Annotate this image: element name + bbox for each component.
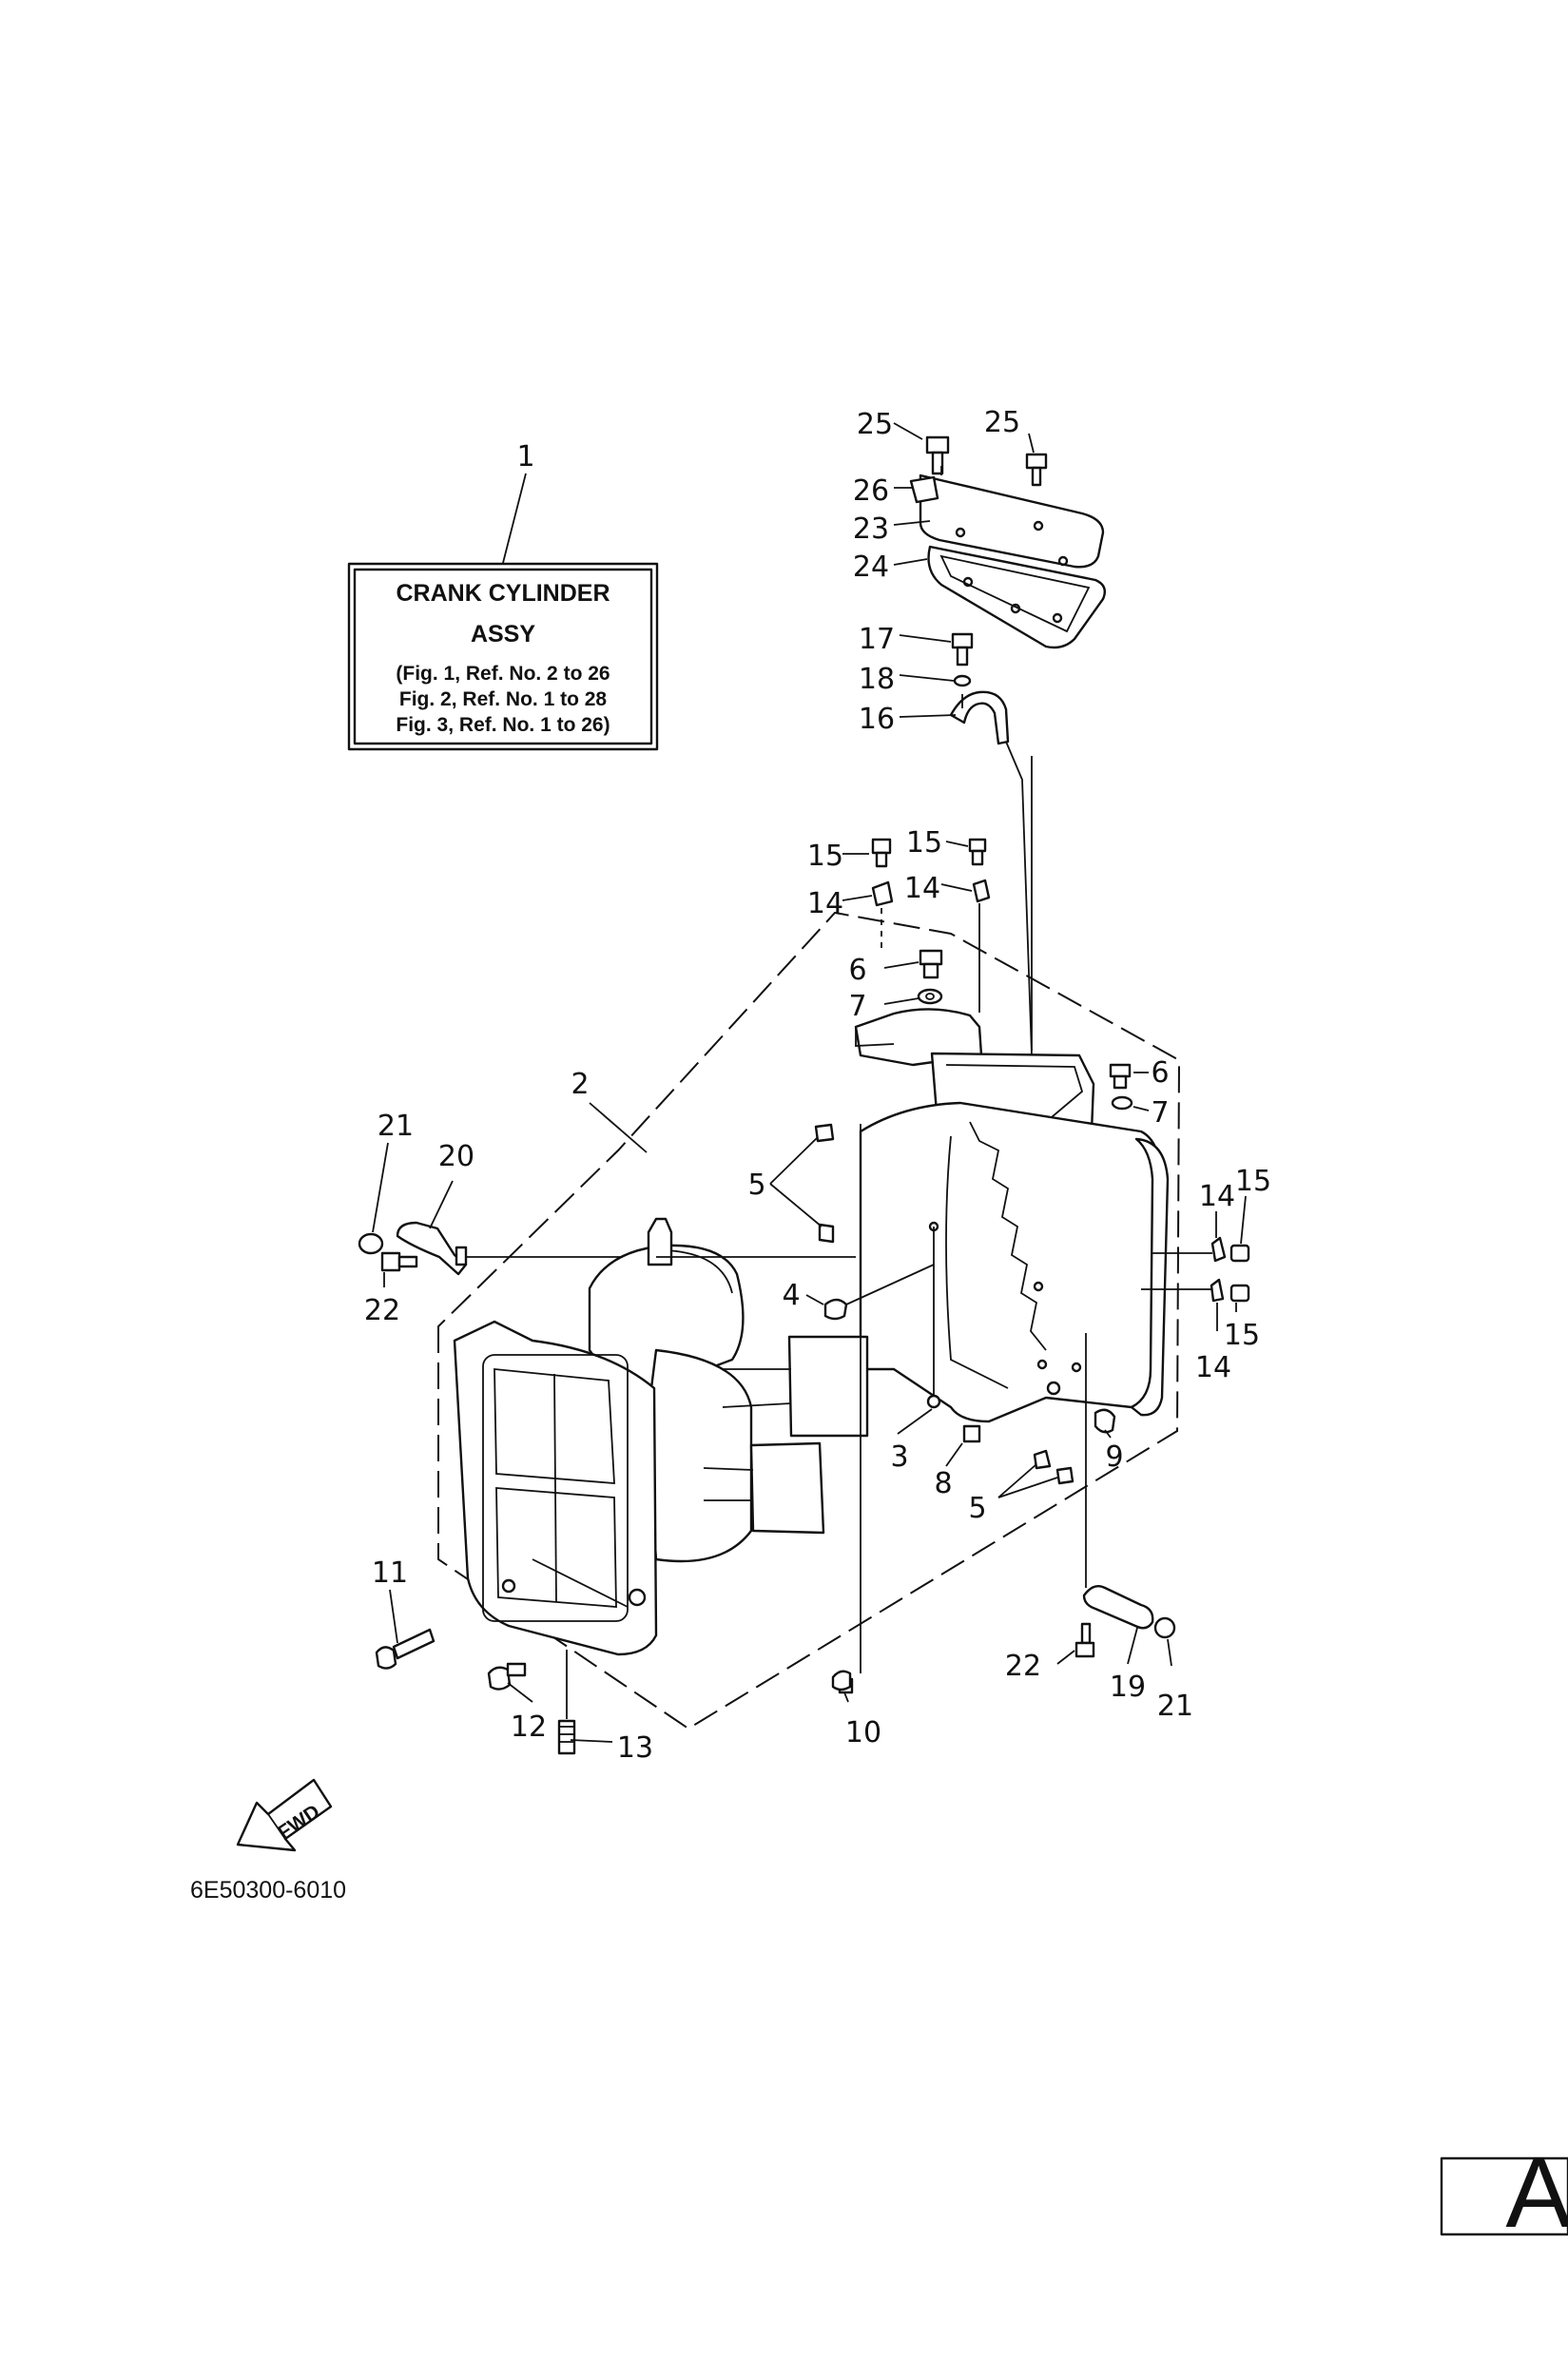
callout-3: 3 [890, 1440, 908, 1474]
assy-title: CRANK CYLINDER [397, 580, 610, 607]
drain-plug-group [917, 949, 943, 1005]
callout-18: 18 [859, 663, 895, 696]
callout-15-right-lower: 15 [1224, 1319, 1260, 1352]
callout-16: 16 [859, 703, 895, 736]
callout-13: 13 [617, 1731, 653, 1765]
callout-14-right-lower: 14 [1195, 1351, 1231, 1384]
callout-24: 24 [853, 551, 889, 584]
callout-25-left: 25 [857, 408, 893, 441]
callout-14-top-right: 14 [904, 872, 940, 905]
callout-21-left: 21 [377, 1110, 414, 1143]
callout-10: 10 [845, 1716, 881, 1749]
hose-bracket [949, 690, 1010, 745]
cylinder-barrels [588, 1217, 869, 1563]
callout-6-right: 6 [1151, 1056, 1169, 1090]
lower-fasteners [375, 1628, 852, 1755]
bolt-25-left [925, 435, 950, 475]
callout-20: 20 [438, 1140, 474, 1173]
callout-14-right-upper: 14 [1199, 1180, 1235, 1213]
callout-25-right: 25 [984, 406, 1020, 439]
callout-5-bottom: 5 [968, 1492, 986, 1525]
side-anodes [1141, 1236, 1250, 1303]
callout-1: 1 [516, 440, 534, 474]
page-section-box: A [1440, 2138, 1568, 2249]
callout-15-right-upper: 15 [1235, 1165, 1271, 1198]
callout-15-top-right: 15 [906, 826, 942, 860]
callout-17: 17 [859, 623, 895, 656]
crankcase-flange [453, 1320, 658, 1656]
callout-26: 26 [853, 474, 889, 508]
assy-subtitle: ASSY [471, 621, 535, 647]
callout-4: 4 [782, 1279, 800, 1312]
callout-5-top: 5 [747, 1169, 765, 1202]
callout-15-top-left: 15 [807, 840, 843, 873]
cylinder-cover [919, 474, 1105, 569]
callout-7-right: 7 [1151, 1096, 1169, 1130]
left-lever-group [358, 1221, 623, 1276]
callout-19: 19 [1110, 1671, 1146, 1704]
assy-ref-line-2: Fig. 2, Ref. No. 1 to 28 [399, 688, 608, 710]
callout-6-top: 6 [848, 954, 866, 987]
callout-21-right: 21 [1157, 1690, 1193, 1723]
cover-gasket [927, 545, 1106, 649]
callout-22-left: 22 [364, 1294, 400, 1327]
callout-9: 9 [1105, 1440, 1123, 1474]
page-letter: A [1505, 2138, 1568, 2249]
side-plug-group [1109, 1063, 1133, 1111]
callout-14-top-left: 14 [807, 887, 843, 920]
right-lever-group [1074, 1333, 1176, 1658]
assy-reference-box: CRANK CYLINDER ASSY (Fig. 1, Ref. No. 2 … [347, 473, 659, 751]
callout-2: 2 [571, 1068, 589, 1101]
callout-23: 23 [853, 512, 889, 546]
leader-lines [372, 422, 1247, 1743]
fwd-direction-arrow: FWD [236, 1778, 333, 1852]
anode-group-top [871, 838, 991, 1013]
drawing-code: 6E50300-6010 [190, 1877, 346, 1904]
callout-22-right: 22 [1005, 1650, 1041, 1683]
callout-12: 12 [511, 1711, 547, 1744]
cylinder-cover-group [909, 435, 1106, 649]
callout-7-top: 7 [848, 990, 866, 1023]
bracket-group [949, 632, 1010, 745]
bolt-25-right [1025, 453, 1048, 487]
callout-8: 8 [934, 1467, 952, 1500]
assy-ref-line-3: Fig. 3, Ref. No. 1 to 26) [396, 714, 610, 736]
callout-numbers: 1 2 3 4 5 5 6 6 7 7 8 9 10 11 12 13 14 1… [364, 406, 1271, 1765]
assy-ref-line-1: (Fig. 1, Ref. No. 2 to 26 [396, 663, 610, 685]
callout-11: 11 [372, 1556, 408, 1590]
